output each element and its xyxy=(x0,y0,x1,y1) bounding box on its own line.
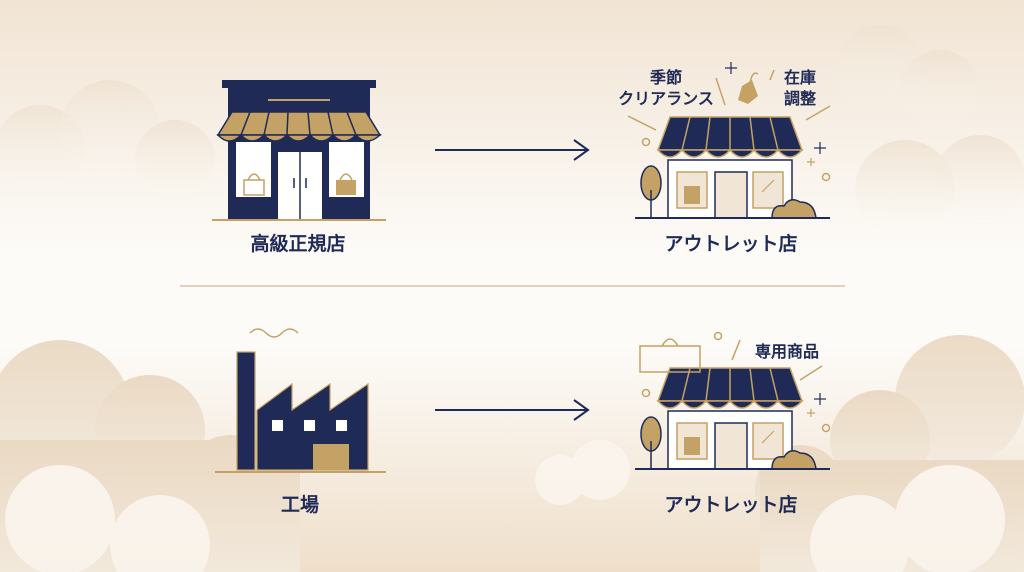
bush-icon xyxy=(771,199,817,219)
sparkle-icon xyxy=(814,142,826,154)
arrow-right-icon xyxy=(435,399,590,421)
outlet-store-label: アウトレット店 xyxy=(664,493,797,516)
annotation-seasonal: 季節 xyxy=(649,68,682,87)
luxury-store-label: 高級正規店 xyxy=(250,232,345,255)
tree-icon xyxy=(640,165,662,218)
annotation-rays xyxy=(627,69,831,131)
outlet-store-icon xyxy=(635,116,831,219)
price-tag-icon xyxy=(738,72,759,104)
factory-icon xyxy=(215,328,386,473)
outlet-store-label: アウトレット店 xyxy=(664,232,797,255)
shopping-bag-icon xyxy=(243,173,265,196)
annotation-inventory: 在庫 xyxy=(784,68,816,87)
luxury-store-icon xyxy=(212,80,386,221)
factory-label: 工場 xyxy=(281,494,319,516)
annotation-exclusive-products: 専用商品 xyxy=(755,342,819,361)
shopping-bag-icon xyxy=(639,338,701,373)
arrow-right-icon xyxy=(435,139,590,161)
annotation-clearance: クリアランス xyxy=(618,89,714,108)
shopping-bag-icon xyxy=(336,173,356,195)
annotation-adjustment: 調整 xyxy=(784,89,816,108)
sparkle-icon xyxy=(725,62,737,74)
